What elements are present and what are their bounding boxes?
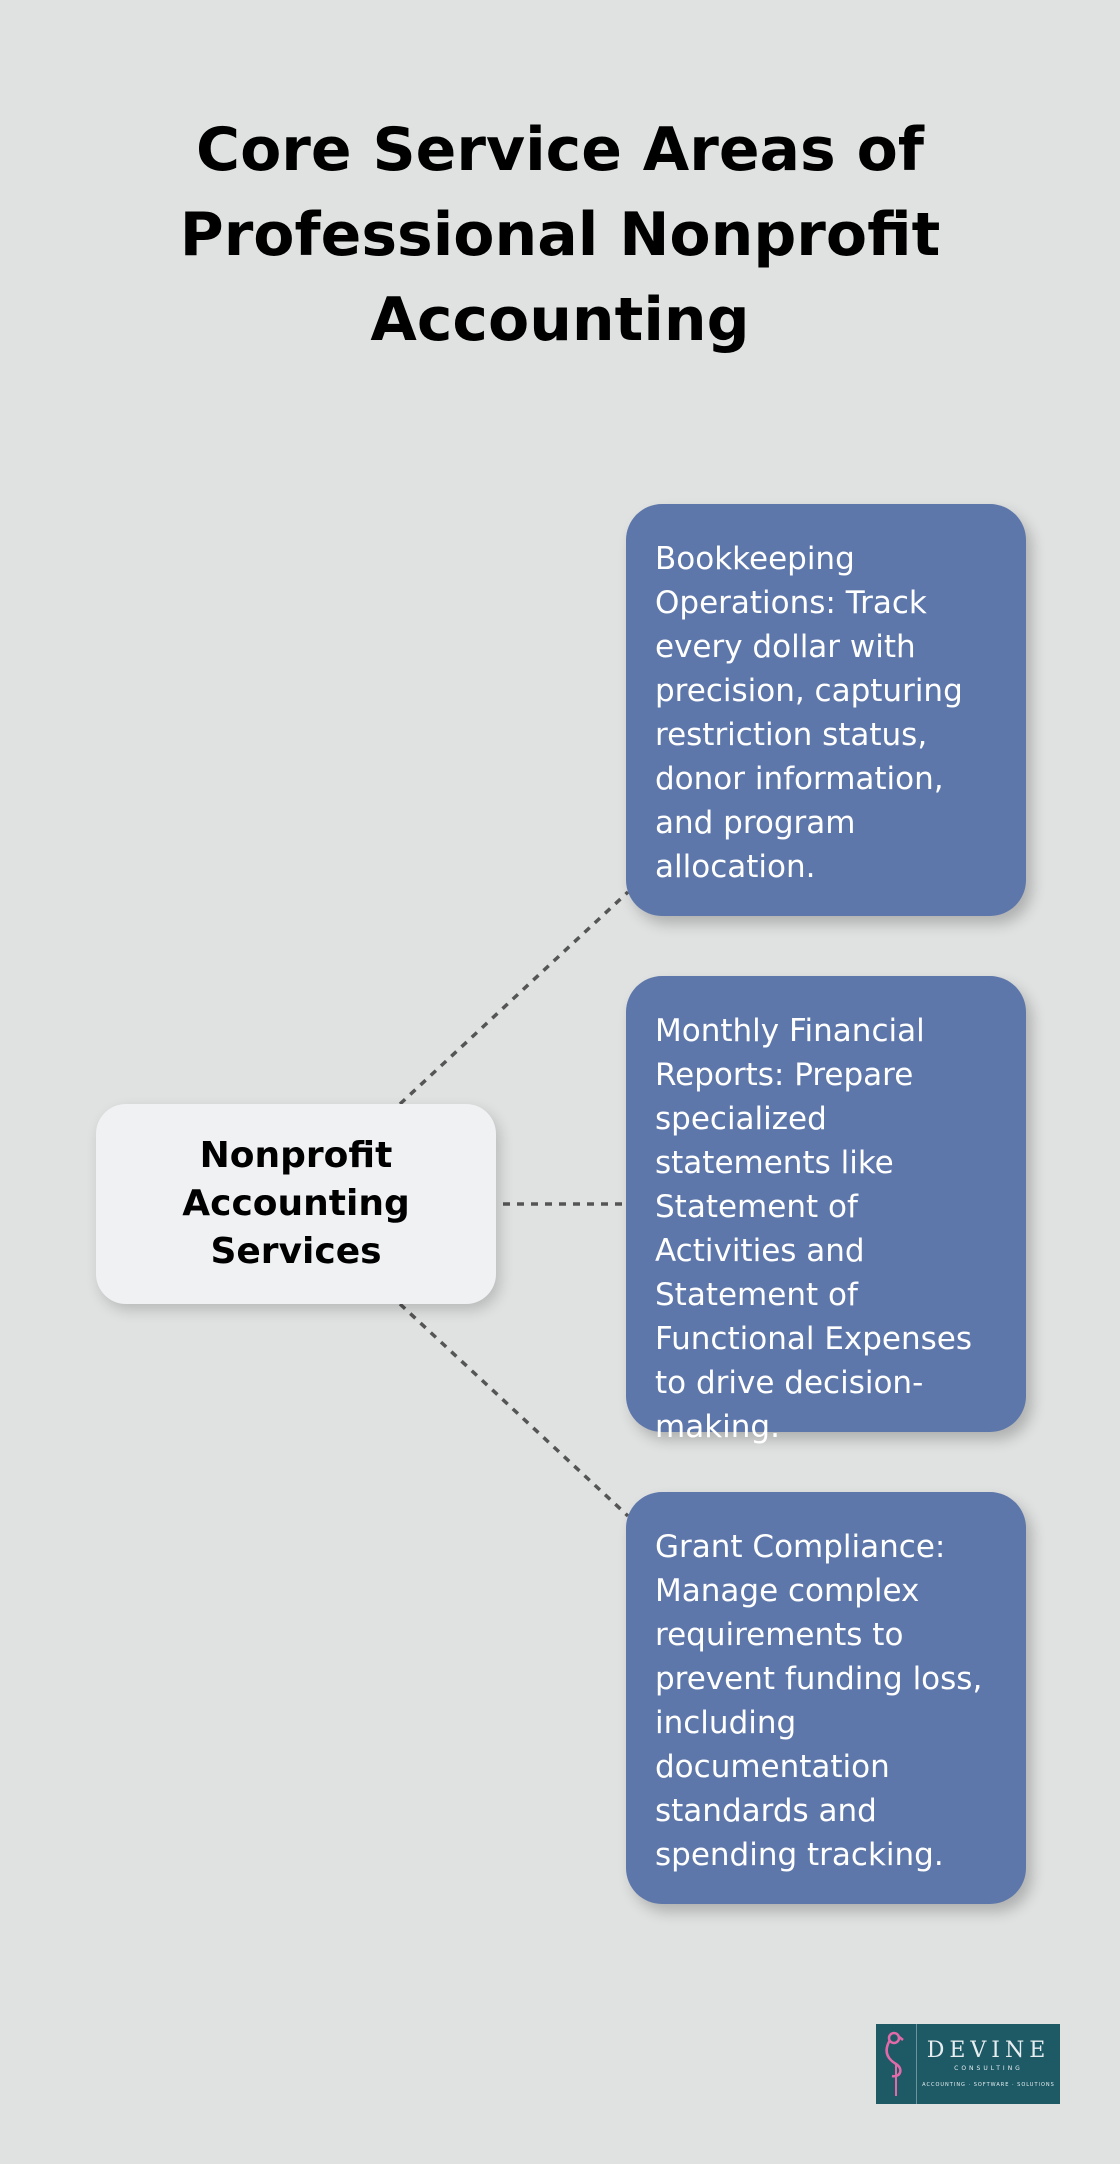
branch-card-text: Monthly Financial Reports: Prepare speci… <box>655 1013 973 1445</box>
logo-name: DEVINE <box>926 2038 1051 2063</box>
center-node: Nonprofit Accounting Services <box>96 1104 496 1304</box>
connector-to-bookkeeping <box>398 890 630 1106</box>
center-node-label: Nonprofit Accounting Services <box>182 1135 410 1272</box>
logo-wordmark: DEVINE CONSULTING ACCOUNTING · SOFTWARE … <box>917 2024 1060 2104</box>
branch-card-bookkeeping: Bookkeeping Operations: Track every doll… <box>626 504 1026 916</box>
diagram-title: Core Service Areas of Professional Nonpr… <box>179 115 941 355</box>
company-logo: DEVINE CONSULTING ACCOUNTING · SOFTWARE … <box>876 2024 1060 2104</box>
branch-card-financial-reports: Monthly Financial Reports: Prepare speci… <box>626 976 1026 1445</box>
branch-card-grant-compliance: Grant Compliance: Manage complex require… <box>626 1492 1026 1904</box>
branch-card-text: Grant Compliance: Manage complex require… <box>655 1529 983 1873</box>
flamingo-icon <box>876 2024 917 2104</box>
branch-card-text: Bookkeeping Operations: Track every doll… <box>655 541 963 885</box>
connector-to-grants <box>398 1302 630 1518</box>
logo-subtitle: CONSULTING <box>954 2065 1023 2072</box>
logo-tagline: ACCOUNTING · SOFTWARE · SOLUTIONS <box>922 2082 1055 2088</box>
